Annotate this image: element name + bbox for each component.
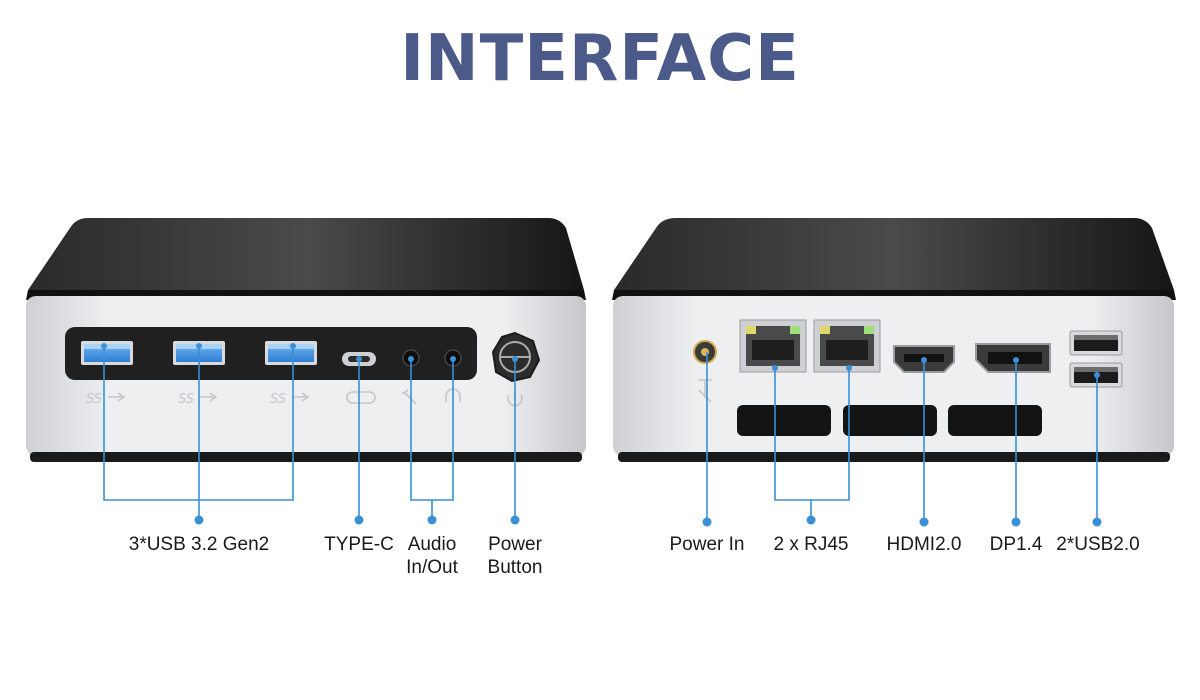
dc-in-icon	[698, 379, 712, 403]
vent	[843, 405, 937, 436]
usb2-port	[1069, 330, 1123, 356]
front-device: SS SS SS	[26, 218, 586, 462]
microphone-icon	[401, 389, 417, 405]
dp-label: DP1.4	[989, 534, 1043, 555]
typec-label: TYPE-C	[324, 534, 394, 555]
usb-ss-icon: SS	[178, 392, 218, 407]
usb-ss-icon: SS	[86, 392, 126, 407]
svg-text:SS: SS	[178, 392, 194, 407]
usb-ss-icon: SS	[270, 392, 310, 407]
callout-lines	[103, 346, 1098, 522]
usb3-port	[81, 341, 133, 365]
audio-label: Audio In/Out	[392, 533, 472, 579]
typec-icon	[346, 391, 376, 404]
rj45-port	[813, 319, 881, 373]
rear-device	[612, 218, 1176, 462]
usb-label: 3*USB 3.2 Gen2	[128, 534, 270, 555]
power-label-line2: Button	[487, 557, 543, 578]
power-label-line1: Power	[488, 534, 542, 555]
svg-text:SS: SS	[86, 392, 102, 407]
page-title: INTERFACE	[400, 22, 800, 96]
power-button-label: Power Button	[475, 533, 555, 579]
front-base	[30, 452, 582, 462]
audio-label-line1: Audio	[407, 534, 457, 555]
audio-label-line2: In/Out	[406, 557, 458, 578]
svg-text:SS: SS	[270, 392, 286, 407]
rear-top-surface	[614, 218, 1174, 290]
vent	[948, 405, 1042, 436]
usb2-label: 2*USB2.0	[1056, 534, 1140, 555]
rj45-label: 2 x RJ45	[773, 534, 849, 555]
front-top-surface	[28, 218, 584, 290]
rj45-port	[739, 319, 807, 373]
rear-base	[618, 452, 1170, 462]
callout-dots	[101, 343, 1102, 527]
hdmi-label: HDMI2.0	[886, 534, 962, 555]
vent	[737, 405, 831, 436]
power-in-label: Power In	[669, 534, 745, 555]
